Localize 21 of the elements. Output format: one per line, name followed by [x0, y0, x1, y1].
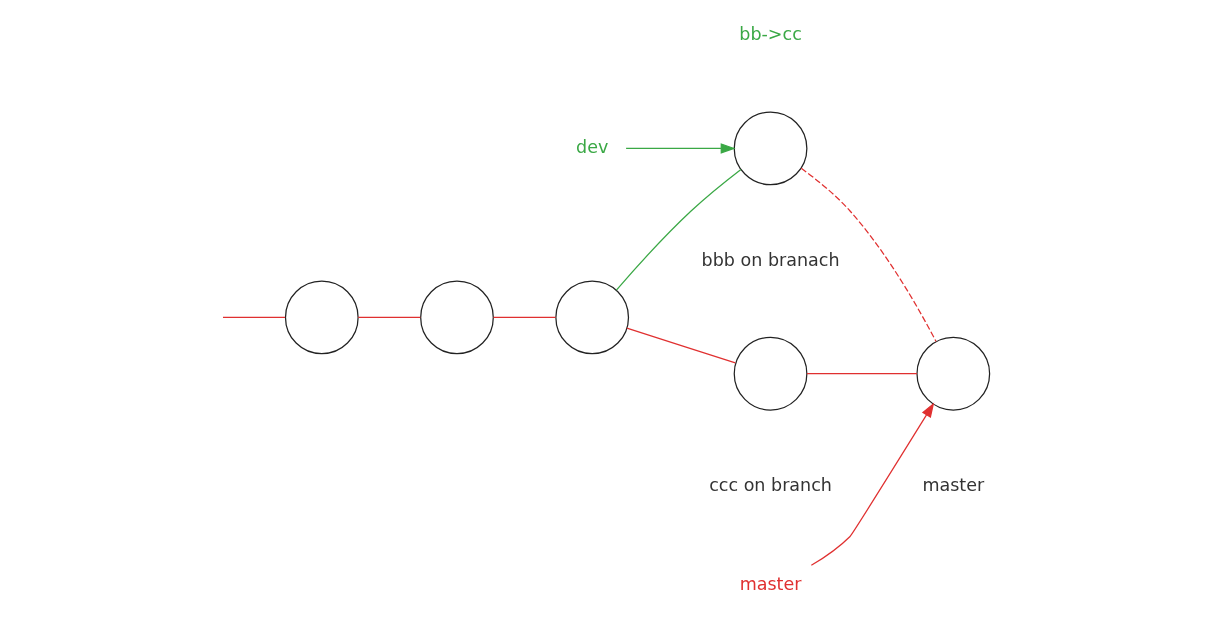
connector: [222, 316, 286, 318]
connector: [615, 168, 742, 291]
node-circle: [555, 280, 630, 355]
node-circle: [284, 280, 359, 355]
connector: [357, 316, 421, 318]
node-text: master: [739, 573, 802, 594]
connector: [492, 316, 557, 318]
arrow: [625, 143, 736, 154]
node-label: master: [922, 475, 985, 495]
connector: [626, 327, 736, 364]
node-circle: [420, 280, 494, 355]
node-label: bbb on branach: [701, 249, 840, 270]
connector: [800, 167, 937, 343]
connector: [806, 373, 918, 375]
node-circle: [733, 336, 808, 411]
node-circle: [916, 336, 991, 411]
node-text: dev: [576, 137, 609, 158]
node-circle: [733, 111, 808, 186]
node-label: ccc on branch: [709, 475, 832, 495]
label: bb->cc: [739, 24, 802, 45]
arrow: [810, 402, 935, 566]
